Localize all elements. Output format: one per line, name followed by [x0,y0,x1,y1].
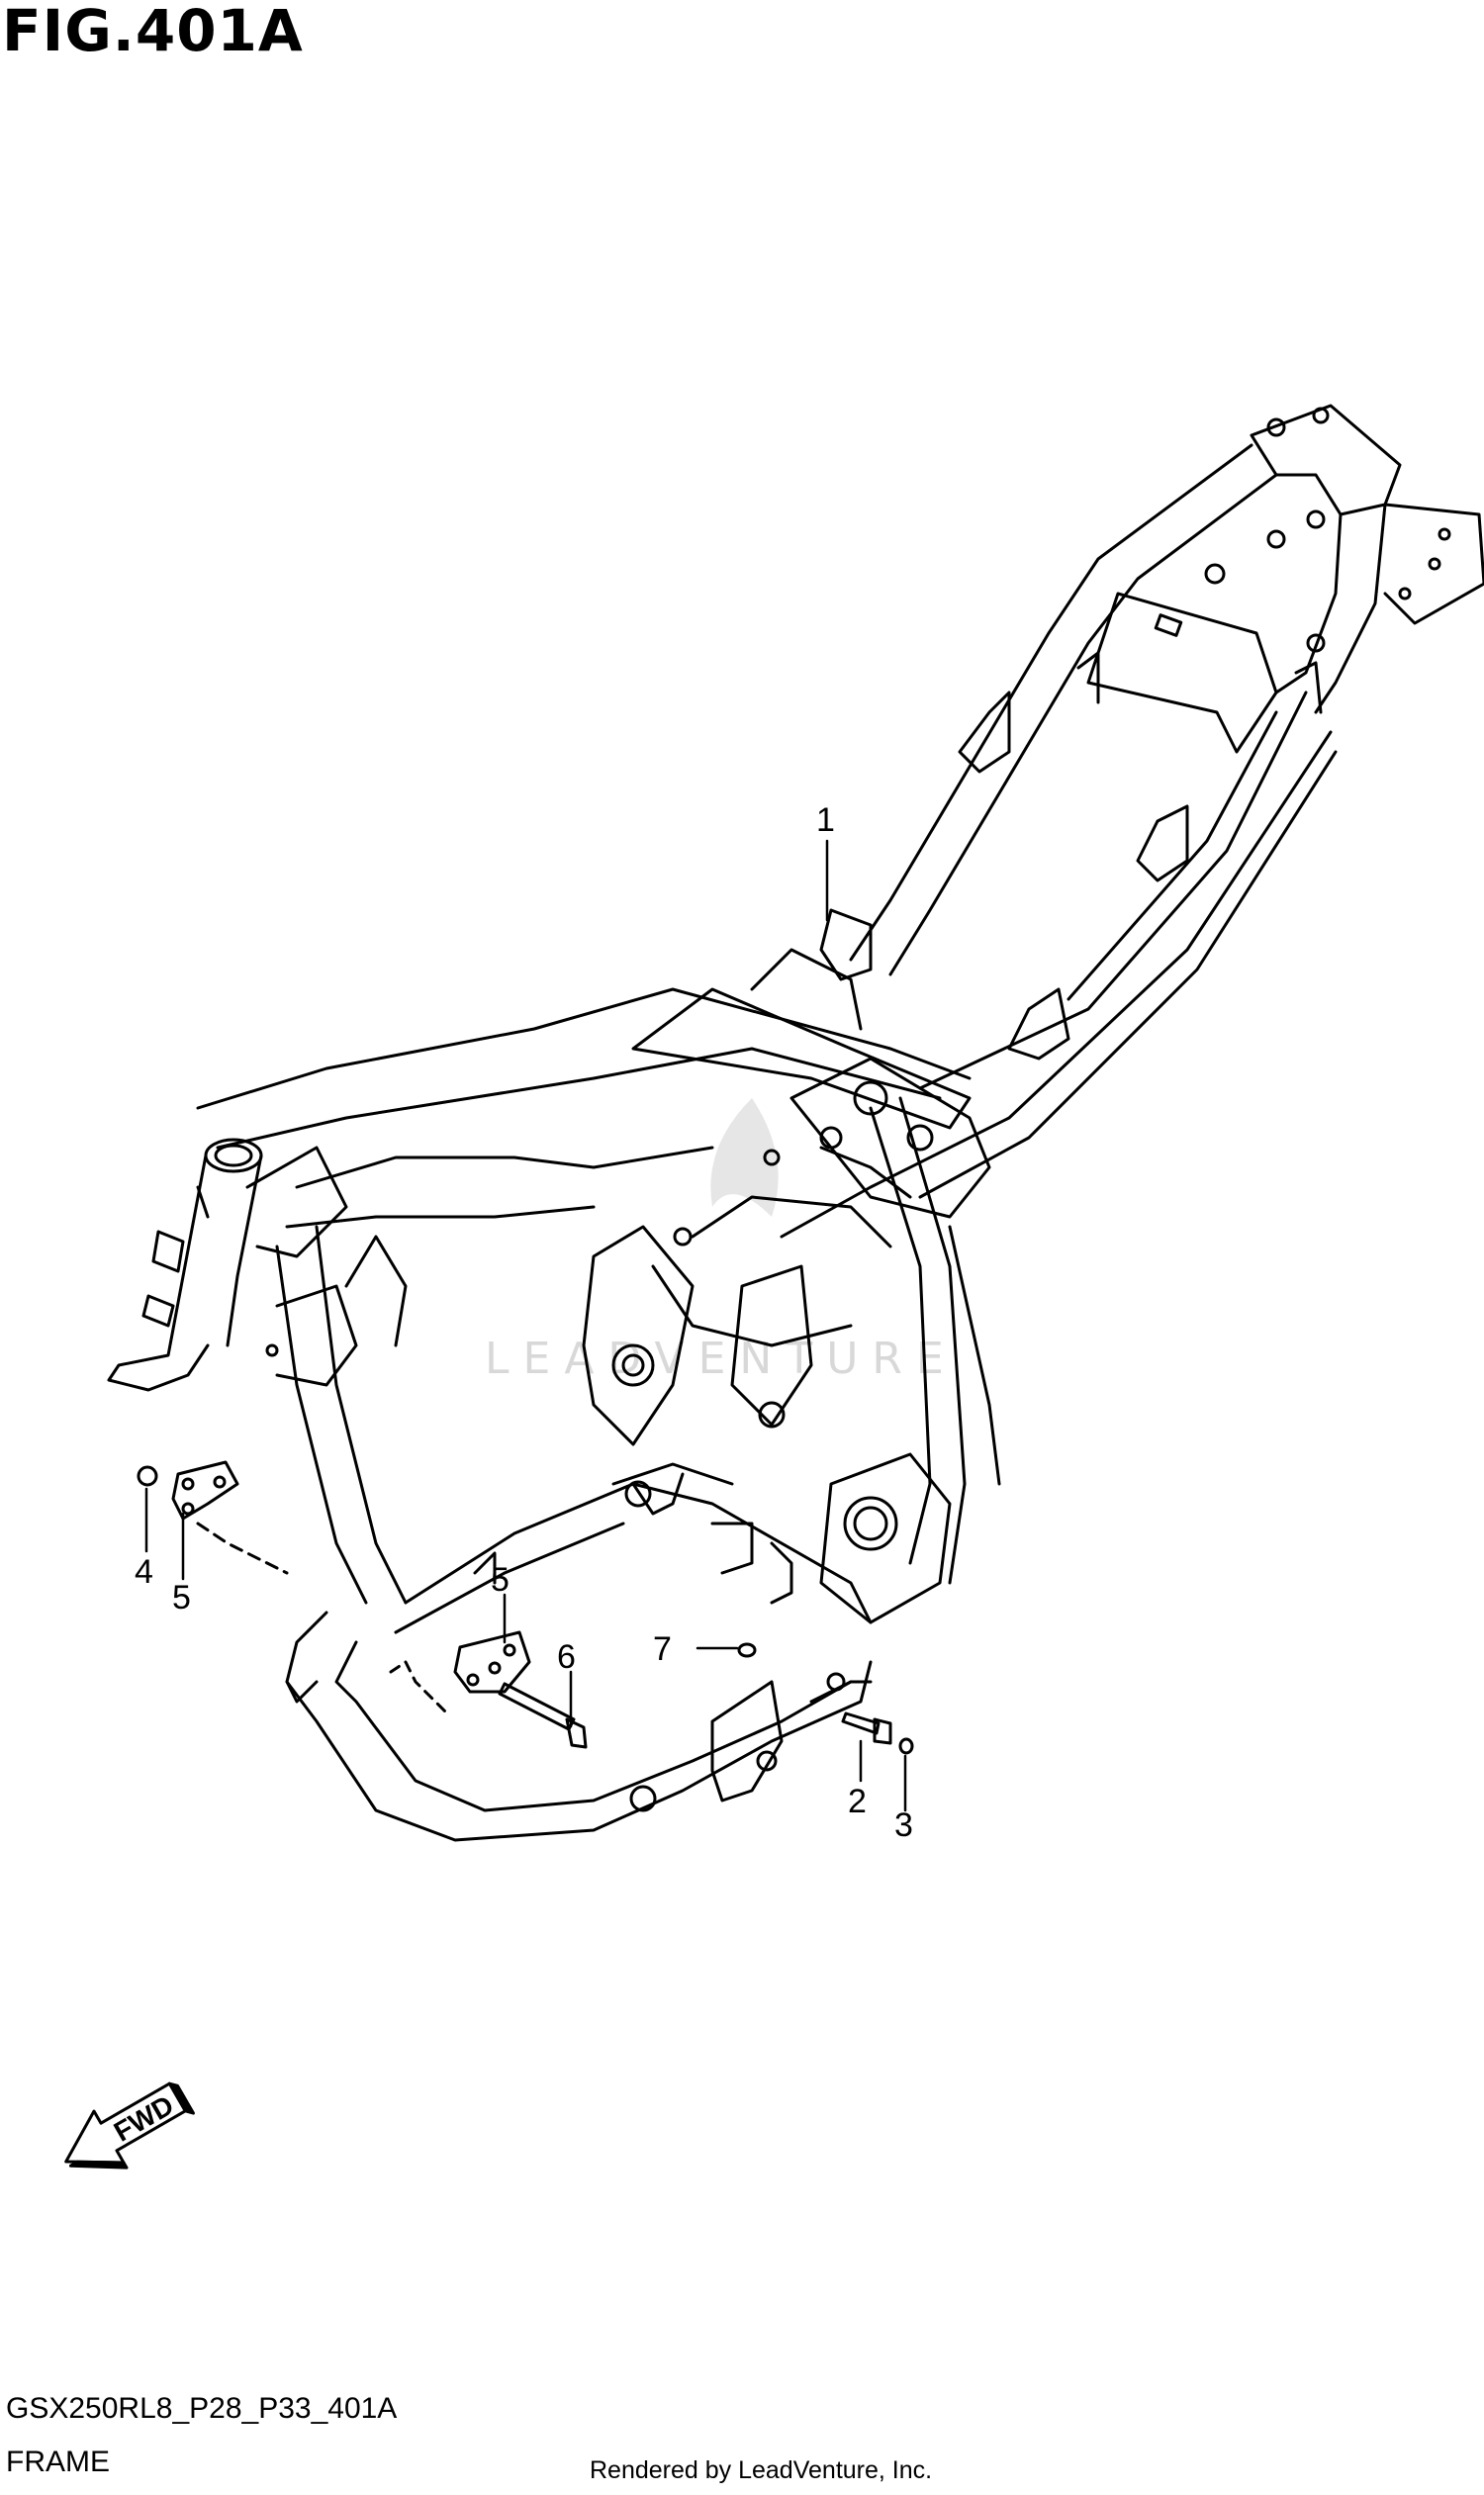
figure-code: GSX250RL8_P28_P33_401A [6,2392,398,2425]
front-mount-left[interactable] [137,1460,289,1575]
callouts: 1 2 3 4 5 5 6 7 [135,801,913,1844]
fwd-arrow: FWD [64,2081,195,2170]
callout-5a: 5 [172,1579,191,1617]
callout-1: 1 [816,801,835,839]
front-mount-right[interactable] [389,1630,531,1713]
bolt-2[interactable] [841,1711,892,1745]
washer-3[interactable] [898,1737,914,1755]
callout-5b: 5 [491,1561,510,1599]
watermark-text: LEADVENTURE [485,1334,958,1384]
callout-6: 6 [557,1638,576,1676]
frame-main[interactable] [196,404,1484,1842]
figure-caption: FRAME [6,2446,110,2478]
nut-7[interactable] [737,1642,757,1658]
callout-3: 3 [894,1806,913,1844]
callout-2: 2 [848,1783,867,1820]
callout-7: 7 [653,1630,672,1668]
leader-lines [144,839,907,1812]
rendered-credit: Rendered by LeadVenture, Inc. [590,2456,933,2484]
steering-head[interactable] [107,1138,358,1392]
bolt-6[interactable] [498,1682,588,1749]
watermark: LEADVENTURE [485,1098,958,1384]
callout-4: 4 [135,1553,153,1591]
figure-title: FIG.401A [2,0,304,64]
